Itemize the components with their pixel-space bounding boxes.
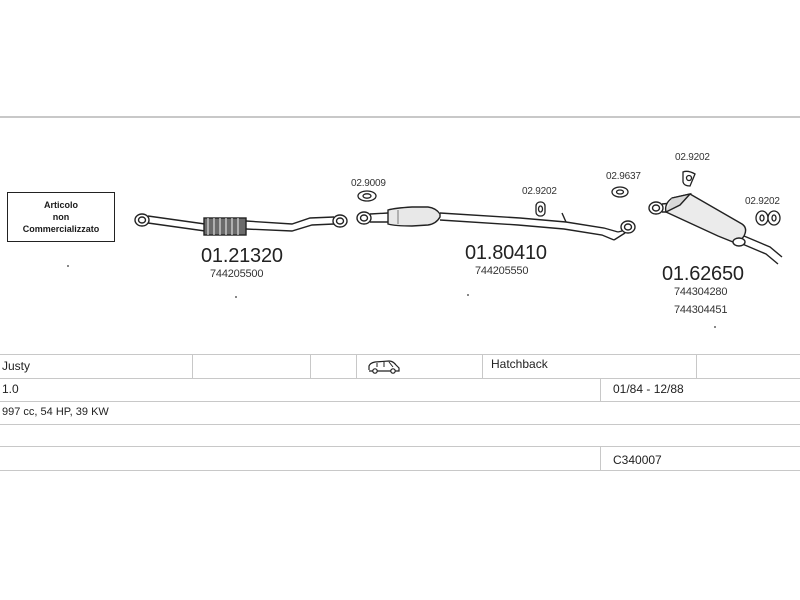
ring-clamp-code[interactable]: 02.9637 [606, 171, 641, 182]
exhaust-diagram: Articolo non Commercializzato 01.21320 7… [7, 152, 783, 328]
notice-line-2: non [52, 212, 70, 222]
table-row: 1.0 01/84 - 12/88 [0, 378, 800, 401]
center-silencer-oem: 744205550 [475, 265, 529, 277]
hanger-rear-right-code[interactable]: 02.9202 [745, 196, 780, 207]
table-bottom-border [0, 470, 800, 471]
table-row: 997 cc, 54 HP, 39 KW [0, 401, 800, 424]
table-row: Justy Hatchback [0, 354, 800, 378]
hanger-center-code[interactable]: 02.9202 [522, 186, 557, 197]
car-van-icon [368, 360, 400, 374]
engine-cell: 1.0 [2, 382, 19, 396]
rear-silencer-drawing [648, 192, 783, 265]
empty-cell [696, 355, 800, 378]
body-type-cell: Hatchback [482, 355, 696, 378]
ring-clamp-drawing [611, 186, 629, 198]
body-icon-cell [356, 355, 482, 378]
rear-silencer-oem-1: 744304280 [674, 286, 728, 298]
gasket-drawing [357, 190, 377, 202]
hanger-rear-top-drawing [682, 170, 696, 187]
notice-line-3: Commercializzato [22, 224, 100, 234]
catalog-code-cell: C340007 [600, 447, 800, 470]
exhaust-drawing [67, 170, 783, 328]
center-silencer-code[interactable]: 01.80410 [465, 242, 547, 264]
empty-cell [310, 355, 356, 378]
rear-silencer-code[interactable]: 01.62650 [662, 263, 744, 285]
front-pipe-drawing [134, 213, 348, 236]
hanger-center-drawing [535, 201, 546, 217]
hanger-rear-top-code[interactable]: 02.9202 [675, 152, 710, 163]
years-cell: 01/84 - 12/88 [600, 379, 800, 401]
gasket-code[interactable]: 02.9009 [351, 178, 386, 189]
hanger-rear-right-drawing [755, 210, 781, 226]
table-row: C340007 [0, 446, 800, 470]
specs-cell: 997 cc, 54 HP, 39 KW [2, 406, 109, 418]
table-row [0, 424, 800, 446]
front-pipe-code[interactable]: 01.21320 [201, 245, 283, 267]
top-divider [0, 116, 800, 118]
empty-cell [0, 447, 600, 470]
not-available-notice: Articolo non Commercializzato [7, 192, 115, 242]
model-cell: Justy [2, 359, 31, 373]
center-silencer-drawing [356, 206, 636, 241]
notice-line-1: Articolo [43, 200, 78, 210]
empty-cell [192, 355, 310, 378]
front-pipe-oem: 744205500 [210, 268, 264, 280]
rear-silencer-oem-2: 744304451 [674, 304, 728, 316]
